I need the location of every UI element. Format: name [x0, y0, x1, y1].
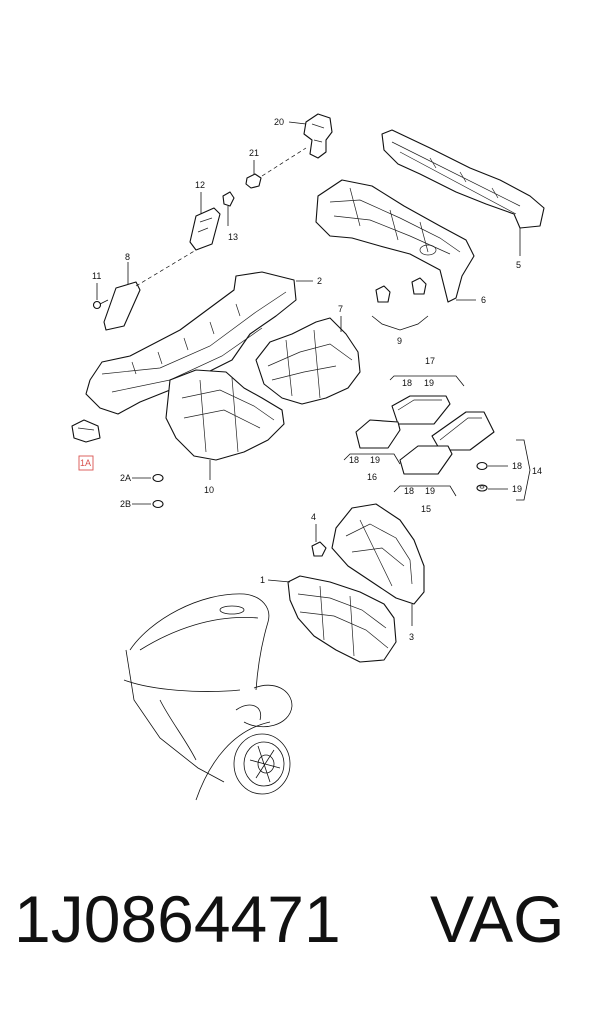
dashed-21-20	[261, 147, 307, 177]
part-number-label: 1J0864471	[14, 882, 341, 956]
part-7-rear-mat	[255, 317, 361, 405]
bracket-9	[371, 315, 429, 331]
part-16-mat	[355, 419, 401, 449]
part-13-clip	[222, 191, 235, 207]
part-2B-grommet	[152, 499, 164, 509]
callout-18c: 18	[404, 486, 414, 496]
callout-19b: 19	[370, 455, 380, 465]
part-15-mat	[399, 445, 453, 475]
leader-1	[267, 579, 291, 583]
part-18-grommet	[476, 461, 488, 471]
callout-1: 1	[260, 575, 265, 585]
part-17-mat	[391, 395, 451, 425]
dashed-8-12	[135, 249, 197, 287]
bracket-16	[343, 453, 401, 465]
callout-18a: 18	[402, 378, 412, 388]
callout-17: 17	[425, 356, 435, 366]
callout-2: 2	[317, 276, 322, 286]
part-9-pads	[375, 277, 427, 303]
part-4-clip	[311, 541, 327, 557]
part-1-insulation	[287, 575, 397, 663]
part-2-floor-mat	[85, 271, 297, 415]
callout-3: 3	[409, 632, 414, 642]
bracket-15	[393, 485, 457, 497]
part-21-clip	[245, 173, 262, 189]
brand-label: VAG	[430, 882, 565, 956]
part-20-bracket	[303, 113, 333, 159]
callout-8: 8	[125, 252, 130, 262]
part-19-clip	[476, 484, 488, 492]
callout-12: 12	[195, 180, 205, 190]
part-14-mat	[431, 411, 495, 451]
callout-19c: 19	[425, 486, 435, 496]
callout-5: 5	[516, 260, 521, 270]
car-outline	[123, 593, 293, 801]
callout-10: 10	[204, 485, 214, 495]
callout-1A: 1A	[80, 458, 91, 468]
callout-6: 6	[481, 295, 486, 305]
footer: 1J0864471 VAG	[0, 880, 600, 990]
callout-15: 15	[421, 504, 431, 514]
callout-4: 4	[311, 512, 316, 522]
callout-2A: 2A	[120, 473, 131, 483]
callout-13: 13	[228, 232, 238, 242]
callout-18d: 18	[512, 461, 522, 471]
part-8-pad	[103, 281, 141, 331]
part-12-panel	[189, 207, 221, 251]
callout-16: 16	[367, 472, 377, 482]
callout-9: 9	[397, 336, 402, 346]
bracket-17	[389, 375, 465, 387]
part-11-screw	[92, 299, 109, 310]
callout-1A-box	[78, 455, 94, 471]
bracket-14	[516, 439, 531, 501]
callout-19d: 19	[512, 484, 522, 494]
callout-11: 11	[92, 271, 101, 281]
parts-diagram: 20 21 12 13 8 11 5 6	[71, 113, 545, 801]
part-3-trunk-liner	[331, 503, 425, 605]
callout-2B: 2B	[120, 499, 131, 509]
callout-7: 7	[338, 304, 343, 314]
callout-20: 20	[274, 117, 284, 127]
part-10-front-mat	[165, 369, 285, 461]
part-6-panel	[315, 179, 475, 303]
callout-19a: 19	[424, 378, 434, 388]
part-2A-grommet	[152, 473, 164, 483]
callout-14: 14	[532, 466, 542, 476]
callout-18b: 18	[349, 455, 359, 465]
callout-21: 21	[249, 148, 259, 158]
part-5-rail	[381, 129, 545, 229]
leader-20	[288, 121, 307, 125]
part-1A-clip	[71, 419, 101, 443]
